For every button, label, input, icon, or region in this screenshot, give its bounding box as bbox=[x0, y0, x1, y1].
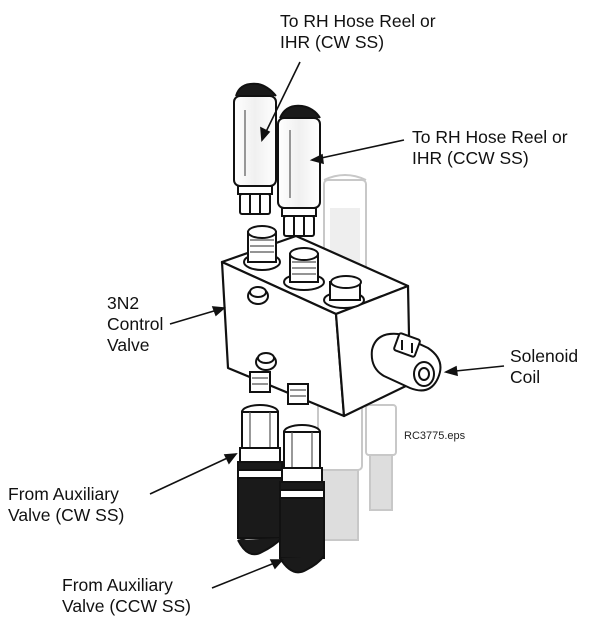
top-hose-cw bbox=[233, 82, 277, 215]
label-control-valve: 3N2 Control Valve bbox=[107, 293, 163, 356]
top-hose-ccw bbox=[277, 104, 321, 237]
label-aux-cw-line2: Valve (CW SS) bbox=[8, 505, 125, 525]
label-control-valve-line3: Valve bbox=[107, 335, 150, 355]
block-bottom-fittings bbox=[249, 371, 309, 405]
label-top-rh-cw-line2: IHR (CW SS) bbox=[280, 32, 385, 52]
label-solenoid-line2: Coil bbox=[510, 367, 541, 387]
label-aux-ccw-line2: Valve (CCW SS) bbox=[62, 596, 191, 616]
bottom-hose-cw bbox=[237, 404, 283, 556]
figure-id: RC3775.eps bbox=[404, 430, 466, 442]
label-top-rh-ccw-line1: To RH Hose Reel or bbox=[412, 127, 568, 147]
block-top-fittings bbox=[243, 225, 365, 309]
label-top-rh-ccw-line2: IHR (CCW SS) bbox=[412, 148, 529, 168]
label-aux-ccw-line1: From Auxiliary bbox=[62, 575, 173, 595]
label-aux-cw: From Auxiliary Valve (CW SS) bbox=[8, 484, 124, 526]
label-solenoid-line1: Solenoid bbox=[510, 346, 579, 366]
label-top-rh-cw: To RH Hose Reel or IHR (CW SS) bbox=[280, 11, 436, 53]
label-control-valve-line1: 3N2 bbox=[107, 293, 140, 313]
label-solenoid-coil: Solenoid Coil bbox=[510, 346, 578, 388]
label-aux-ccw: From Auxiliary Valve (CCW SS) bbox=[62, 575, 191, 617]
solenoid-coil bbox=[370, 332, 442, 392]
label-aux-cw-line1: From Auxiliary bbox=[8, 484, 119, 504]
label-control-valve-line2: Control bbox=[107, 314, 164, 334]
bottom-hose-ccw bbox=[279, 424, 325, 574]
label-top-rh-cw-line1: To RH Hose Reel or bbox=[280, 11, 436, 31]
label-top-rh-ccw: To RH Hose Reel or IHR (CCW SS) bbox=[412, 127, 568, 169]
block-plugs bbox=[247, 286, 277, 371]
leader-lines bbox=[149, 61, 505, 589]
